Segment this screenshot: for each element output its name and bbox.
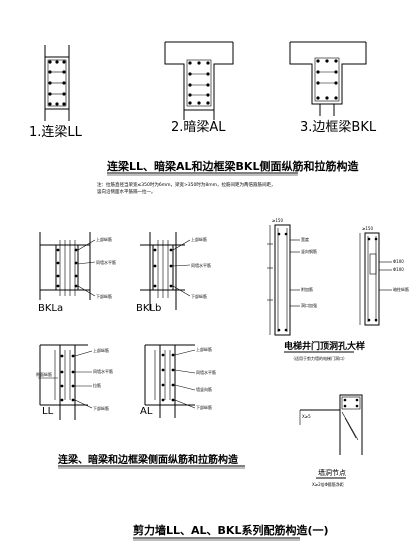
elevator-title: 电梯井门顶洞孔大样 (284, 340, 365, 352)
label-bkl: 3.边框梁BKL (300, 120, 377, 135)
detail-bkla (39, 232, 96, 300)
elevator-detail (267, 224, 392, 336)
note-line-2: 竖向沿侧面水平筋隔一拉一。 (97, 188, 156, 195)
detail-note: X≥2倍Φ箍筋净距 (312, 481, 344, 487)
right-callout-3: 附加筋 (301, 286, 313, 292)
al-wall-horizontal: 同墙水平筋 (196, 369, 216, 375)
label-ll-lower: LL (42, 406, 54, 417)
main-title: 剪力墙LL、AL、BKL系列配筋构造(一) (133, 523, 329, 537)
detail-ll-side (38, 344, 93, 420)
label-al: 2.暗梁AL (171, 120, 226, 135)
wall-node-detail (299, 394, 363, 455)
bkla-top-rebar: 上部纵筋 (96, 236, 112, 242)
al-bottom-rebar: 下部纵筋 (196, 404, 212, 410)
right-callout-1: 宽度 (301, 236, 309, 242)
ll-wall-horizontal: 同墙水平筋 (93, 368, 113, 374)
right-callout-5: 暗柱纵筋 (393, 286, 409, 292)
label-bkla: BKLa (38, 303, 63, 314)
top-title: 连梁LL、暗梁AL和边框梁BKL侧面纵筋和拉筋构造 (107, 159, 359, 173)
right-callout-2: 竖向钢筋 (301, 248, 317, 254)
dim-c: Φ100 (393, 259, 404, 264)
ll-side-rebar: 侧面纵筋 (36, 371, 52, 377)
detail-al-side (144, 344, 196, 418)
section-al (164, 41, 234, 120)
dim-d: Φ100 (393, 267, 404, 272)
right-callout-4: 洞口加强 (301, 302, 317, 308)
detail-title: 墙洞节点 (318, 468, 346, 477)
ll-tie: 拉筋 (93, 382, 101, 388)
al-wall-vertical: 墙竖向筋 (196, 386, 212, 392)
note-line-1: 注：拉筋直径当梁宽≤350时为6mm，梁宽>350时为8mm，拉筋间距为两倍箍筋… (97, 181, 275, 188)
section-bkl (289, 41, 367, 116)
bklb-wall-horizontal: 同墙水平筋 (191, 262, 211, 268)
dim-b: ≥150 (362, 226, 373, 231)
label-ll: 1.连梁LL (29, 124, 83, 140)
label-bklb: BKLb (136, 303, 161, 314)
al-top-rebar: 上部纵筋 (196, 346, 212, 352)
section-ll (44, 45, 70, 121)
bklb-top-rebar: 上部纵筋 (191, 236, 207, 242)
dim-a: ≥150 (272, 218, 283, 223)
bkla-wall-horizontal: 同墙水平筋 (96, 259, 116, 265)
ll-top-rebar: 上部纵筋 (93, 347, 109, 353)
detail-label: X≥5 (302, 414, 311, 419)
detail-bklb (140, 232, 191, 310)
bkla-bottom-rebar: 下部纵筋 (96, 293, 112, 299)
mid-title: 连梁、暗梁和边框梁侧面纵筋和拉筋构造 (58, 453, 239, 466)
ll-bottom-rebar: 下部纵筋 (93, 405, 109, 411)
label-al-lower: AL (140, 406, 153, 417)
bklb-bottom-rebar: 下部纵筋 (191, 293, 207, 299)
elevator-note: （适用于剪力墙的电梯门洞口） (291, 355, 347, 361)
